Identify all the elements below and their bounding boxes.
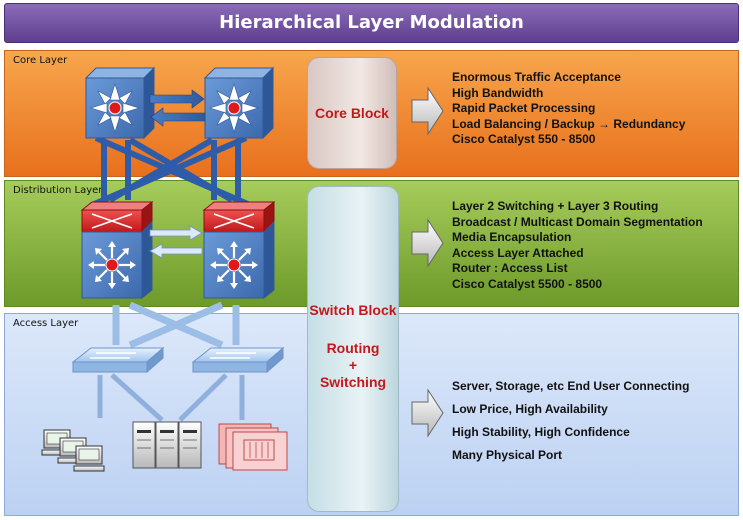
core-block-label: Core Block: [315, 105, 389, 121]
distribution-layer-label: Distribution Layer: [13, 185, 103, 196]
access-layer-label: Access Layer: [13, 318, 79, 329]
distribution-arrow-icon: [411, 218, 444, 268]
distribution-horizontal-links: [149, 225, 203, 259]
pc-icon: [41, 429, 105, 472]
core-feature: Enormous Traffic Acceptance: [452, 70, 621, 84]
distribution-switch-left-icon: [86, 239, 138, 291]
core-switch-left-icon: [90, 83, 140, 133]
access-feature-list: Server, Storage, etc End User Connecting…: [452, 375, 689, 467]
switch-block-switching: Switching: [319, 374, 387, 390]
core-feature: High Bandwidth: [452, 85, 544, 100]
core-distribution-links: [90, 135, 252, 208]
distribution-switch-right: [202, 200, 276, 300]
distribution-feature-list: Layer 2 Switching + Layer 3 Routing Broa…: [452, 199, 703, 292]
core-block-box: Core Block: [307, 57, 397, 169]
access-feature: High Stability, High Confidence: [452, 425, 630, 439]
distribution-switch-left: [80, 200, 154, 300]
switch-block-label: Switch Block: [309, 302, 397, 318]
core-switch-left: [84, 66, 156, 140]
switch-block-routing: Routing: [326, 340, 380, 356]
access-arrow-icon: [411, 388, 444, 438]
core-switch-right-icon: [209, 83, 259, 133]
distribution-feature: Access Layer Attached: [452, 245, 584, 260]
core-feature: Load Balancing / Backup → Redundancy: [452, 116, 686, 131]
distribution-feature: Broadcast / Multicast Domain Segmentatio…: [452, 214, 703, 229]
core-layer-label: Core Layer: [13, 55, 68, 66]
core-feature-list: Enormous Traffic Acceptance High Bandwid…: [452, 70, 685, 148]
core-feature: Cisco Catalyst 550 - 8500: [452, 132, 596, 146]
core-switch-right: [203, 66, 275, 140]
access-device-links: [97, 373, 245, 422]
distribution-feature: Router : Access List: [452, 261, 568, 275]
core-arrow-icon: [411, 86, 444, 136]
access-feature: Server, Storage, etc End User Connecting: [452, 379, 690, 393]
access-switch-left: [71, 346, 165, 374]
switch-block-plus: +: [348, 357, 358, 373]
distribution-feature: Cisco Catalyst 5500 - 8500: [452, 276, 603, 291]
diagram-title: Hierarchical Layer Modulation: [4, 3, 739, 43]
access-feature: Many Physical Port: [452, 448, 563, 462]
distribution-access-links: [112, 301, 240, 349]
core-horizontal-links: [149, 89, 206, 127]
distribution-feature: Media Encapsulation: [452, 230, 572, 244]
server-icon: [132, 421, 202, 469]
storage-icon: [218, 423, 288, 471]
switch-block-box: Switch Block Routing + Switching: [307, 186, 399, 512]
access-feature: Low Price, High Availability: [452, 402, 608, 416]
distribution-feature: Layer 2 Switching + Layer 3 Routing: [452, 199, 659, 213]
core-feature: Rapid Packet Processing: [452, 101, 596, 115]
access-switch-right: [191, 346, 285, 374]
distribution-switch-right-icon: [208, 239, 260, 291]
